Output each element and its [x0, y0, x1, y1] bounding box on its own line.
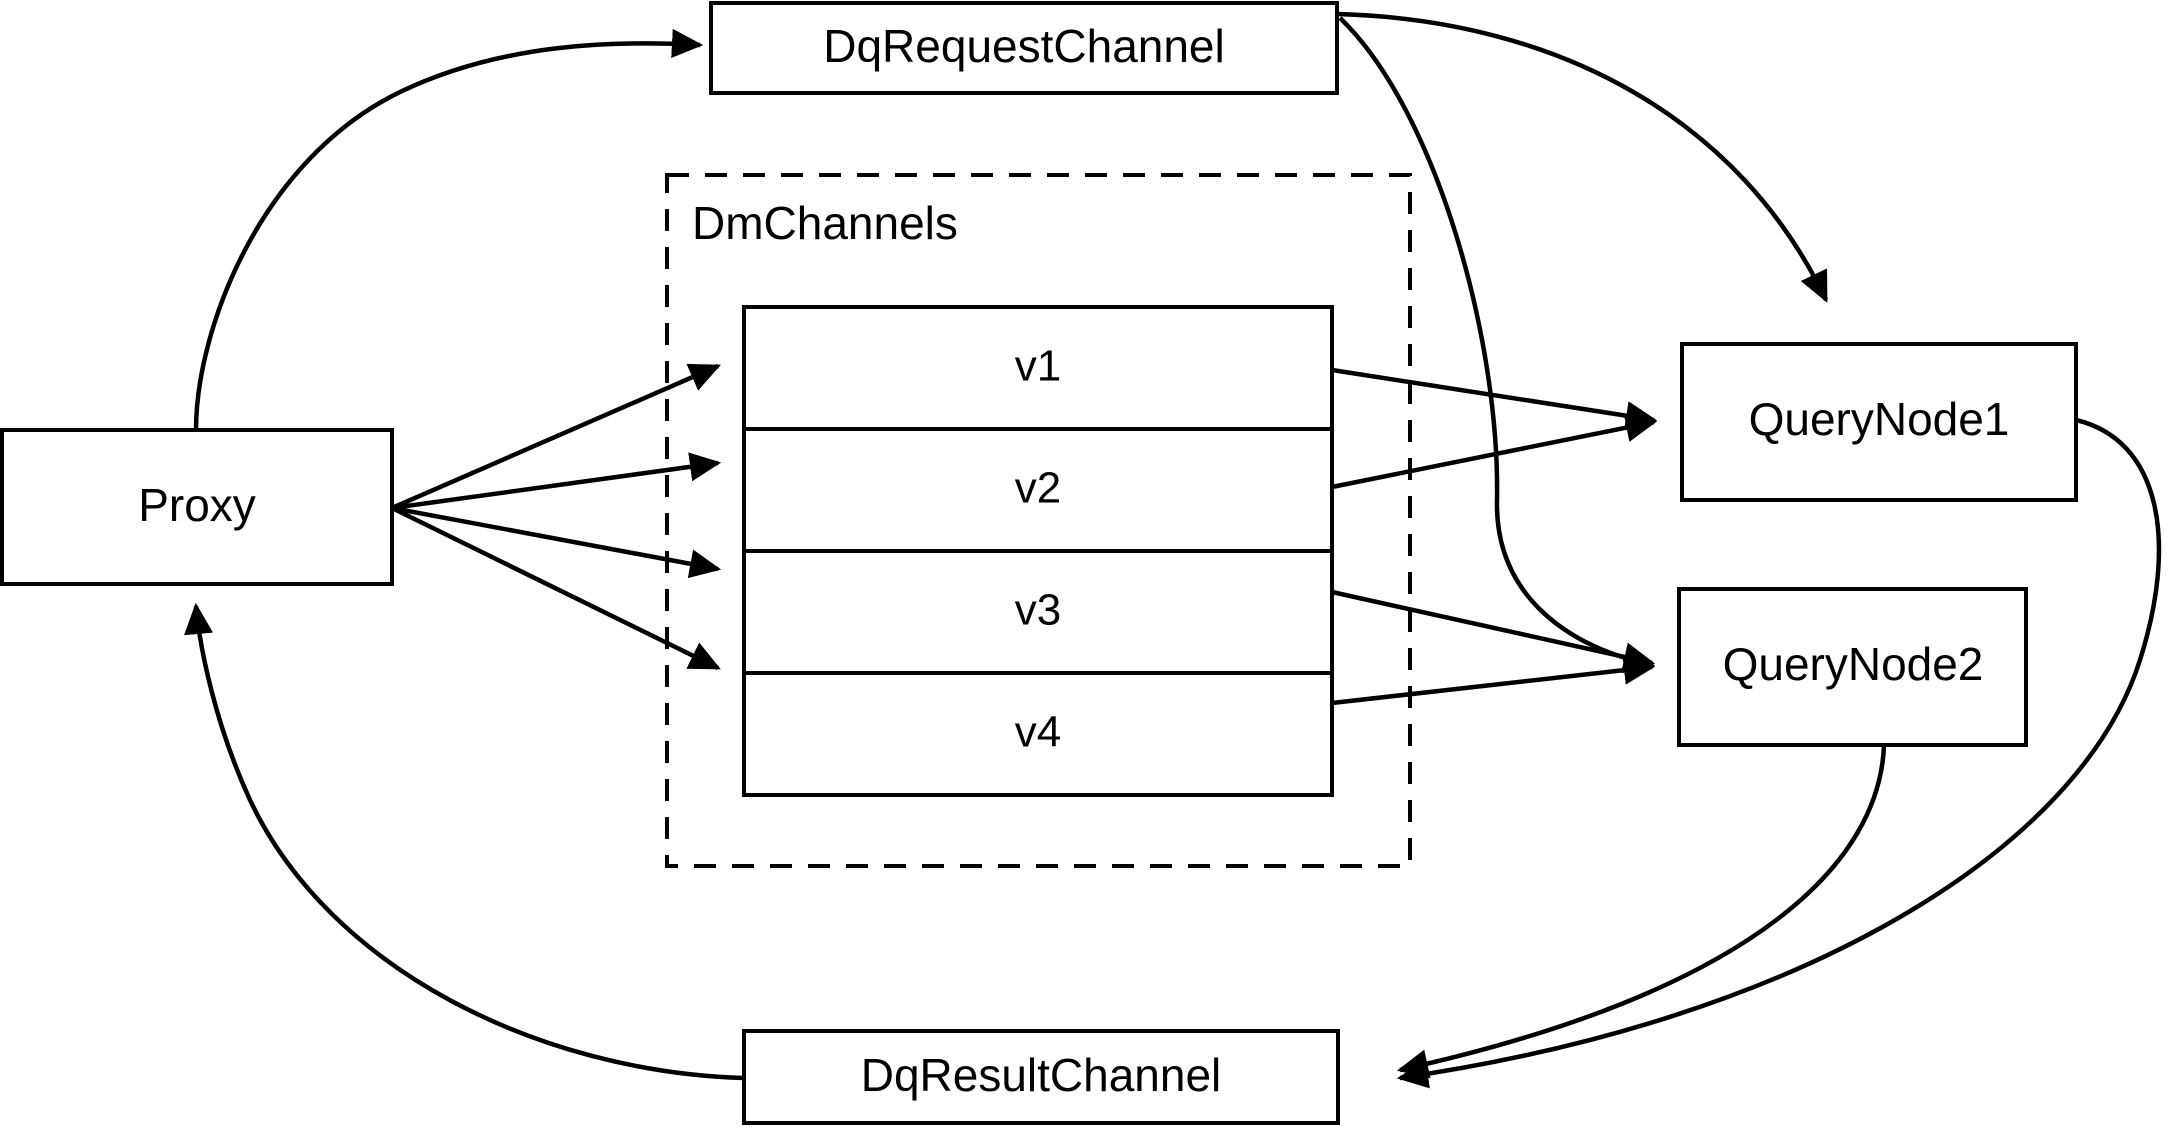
edge-querynode2-to-dqresultchannel: [1396, 744, 1887, 1079]
edge-dqresultchannel-to-proxy: [184, 602, 745, 1081]
node-querynode1-box[interactable]: [1680, 342, 2078, 502]
node-dqresultchannel[interactable]: DqResultChannel: [742, 1029, 1340, 1125]
node-dqrequestchannel-box[interactable]: [709, 1, 1339, 95]
edge-v4-to-querynode2: [1331, 655, 1656, 706]
edge-dqrequestchannel-to-querynode1: [1336, 11, 1829, 303]
vchannel-row-v4[interactable]: v4: [1015, 708, 1061, 757]
vchannel-row-v1[interactable]: v1: [1015, 342, 1061, 391]
edge-v1-to-querynode1: [1331, 367, 1658, 431]
edge-proxy-to-v4: [391, 505, 721, 671]
node-proxy[interactable]: Proxy: [0, 428, 394, 586]
node-querynode1-label: QueryNode1: [1749, 393, 2010, 445]
dmchannels-group: DmChannels: [665, 173, 1412, 868]
edge-querynode1-to-dqresultchannel: [1396, 417, 2162, 1089]
node-dqresultchannel-box[interactable]: [742, 1029, 1340, 1125]
node-dqrequestchannel[interactable]: DqRequestChannel: [709, 1, 1339, 95]
edge-v2-to-querynode1: [1331, 413, 1658, 490]
vchannel-table: v1 v2 v3 v4: [742, 305, 1334, 797]
node-querynode2-box[interactable]: [1677, 587, 2028, 747]
edge-v3-to-querynode2: [1331, 589, 1656, 672]
node-querynode1[interactable]: QueryNode1: [1680, 342, 2078, 502]
edge-proxy-to-dqrequestchannel: [193, 28, 704, 431]
dmchannels-group-label: DmChannels: [692, 197, 958, 249]
dmchannels-group-border: [665, 173, 1412, 868]
vchannel-row-v3[interactable]: v3: [1015, 586, 1061, 635]
edge-proxy-to-v1: [391, 363, 721, 511]
node-proxy-label: Proxy: [138, 479, 256, 531]
node-dqrequestchannel-label: DqRequestChannel: [823, 20, 1225, 72]
vchannel-row-v2[interactable]: v2: [1015, 464, 1061, 513]
edge-dqrequestchannel-to-querynode2: [1338, 16, 1656, 674]
edge-layer: [184, 11, 2162, 1089]
node-querynode2[interactable]: QueryNode2: [1677, 587, 2028, 747]
edge-proxy-to-v3: [391, 505, 722, 579]
node-proxy-box[interactable]: [0, 428, 394, 586]
edge-proxy-to-v2: [391, 452, 722, 511]
node-querynode2-label: QueryNode2: [1723, 638, 1984, 690]
node-dqresultchannel-label: DqResultChannel: [861, 1049, 1222, 1101]
